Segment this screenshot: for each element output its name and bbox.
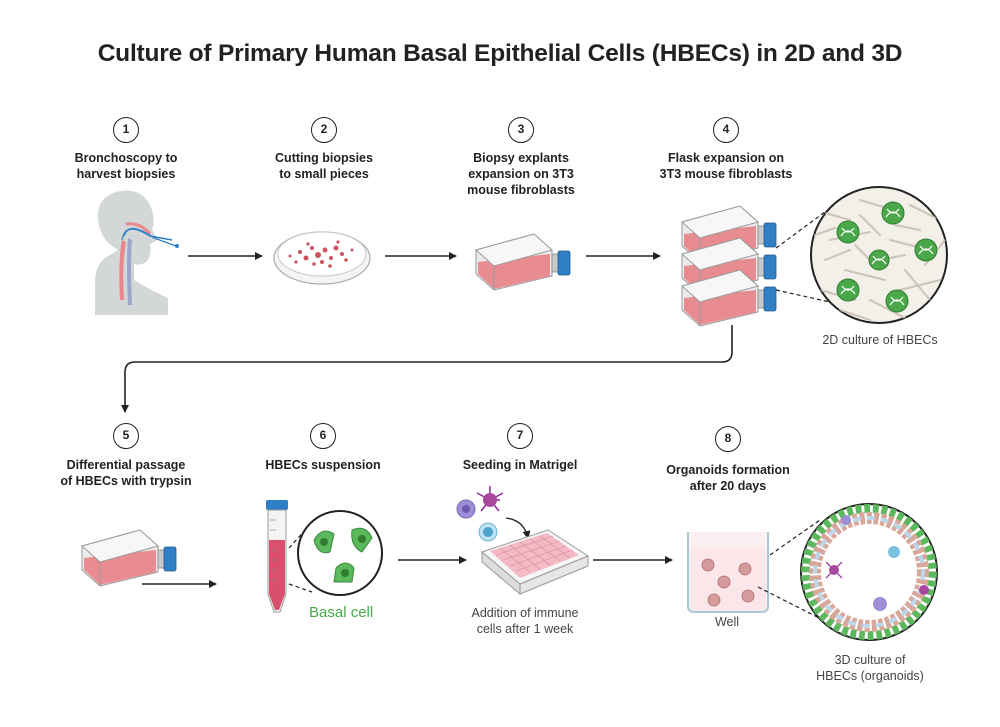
caption-2d-culture: 2D culture of HBECs — [822, 333, 938, 347]
3d-organoid-zoom-circle — [800, 503, 938, 641]
step-number-8: 8 — [715, 426, 741, 452]
caption-well: Well — [714, 615, 740, 629]
caption-basal-cell: Basal cell — [309, 604, 374, 621]
immune-cells-icon — [456, 486, 531, 542]
zoom-line-2d-lower — [775, 289, 831, 303]
basal-cell-zoom-circle — [297, 510, 383, 596]
zoom-line-3d-lower — [757, 586, 828, 623]
step-label-3: Biopsy explants expansion on 3T3 mouse f… — [467, 151, 575, 197]
step-number-1: 1 — [113, 117, 139, 143]
step-number-2: 2 — [311, 117, 337, 143]
caption-3d-culture: 3D culture of HBECs (organoids) — [816, 653, 924, 683]
zoom-line-tube-lower — [288, 583, 313, 593]
step-number-3: 3 — [508, 117, 534, 143]
caption-immune-cells: Addition of immune cells after 1 week — [471, 606, 579, 636]
flask-icon-trypsin — [81, 529, 177, 587]
process-arrows — [121, 252, 733, 588]
zoom-line-2d-upper — [775, 205, 834, 249]
step-number-6: 6 — [310, 423, 336, 449]
well-icon — [687, 532, 769, 613]
flask-icon — [475, 233, 571, 291]
step-label-8: Organoids formation after 20 days — [666, 463, 790, 493]
2d-culture-zoom-circle — [810, 186, 948, 324]
well-plate-icon — [480, 529, 590, 596]
figure-title: Culture of Primary Human Basal Epithelia… — [97, 40, 903, 67]
zoom-line-3d-upper — [769, 519, 821, 556]
step-label-7: Seeding in Matrigel — [462, 458, 578, 472]
step-label-4: Flask expansion on 3T3 mouse fibroblasts — [659, 151, 793, 181]
step-number-5: 5 — [113, 423, 139, 449]
petri-dish-icon — [273, 231, 371, 285]
step-label-5: Differential passage of HBECs with tryps… — [60, 458, 192, 488]
step-label-6: HBECs suspension — [265, 458, 381, 472]
step-number-4: 4 — [713, 117, 739, 143]
step-number-7: 7 — [507, 423, 533, 449]
step-label-1: Bronchoscopy to harvest biopsies — [74, 151, 178, 181]
step-label-2: Cutting biopsies to small pieces — [275, 151, 373, 181]
bronchoscopy-head-icon — [95, 190, 179, 315]
falcon-tube-icon — [266, 500, 288, 613]
